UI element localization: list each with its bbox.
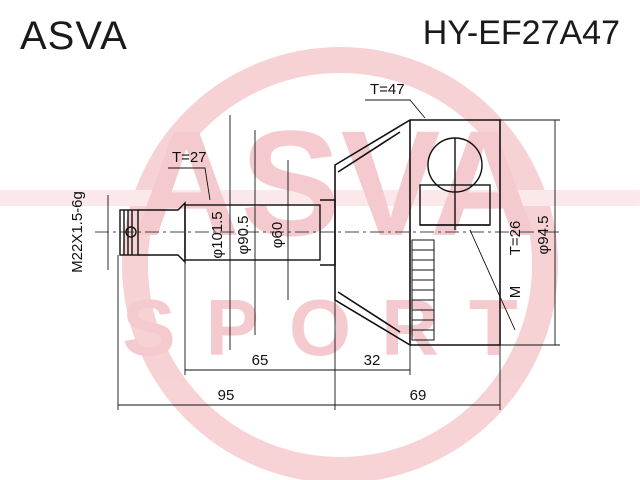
shaft-teeth: T=27 [172,149,207,166]
ball-cage [419,137,491,230]
diameter-101-5: φ101.5 [209,211,226,258]
diameter-94-5: φ94.5 [535,216,552,255]
dimension-lines [107,99,560,410]
diameter-60: φ60 [269,222,286,248]
length-95: 95 [218,387,235,404]
watermark-sport: SPORT [122,283,548,372]
watermark-stripe [0,190,640,206]
watermark-ring [122,47,558,480]
abs-ring [411,239,435,341]
part-number: HY-EF27A47 [422,14,620,52]
inner-teeth: T=26 [507,221,524,256]
diameter-90-5: φ90.5 [235,216,252,255]
length-69: 69 [410,387,427,404]
brand-logo-text: ASVA [20,14,128,58]
thread-spec: M22X1.5-6g [69,191,86,273]
length-65: 65 [252,352,269,369]
watermark: ASVA SPORT [0,47,640,480]
outer-teeth: T=47 [370,81,405,98]
length-32: 32 [364,352,381,369]
marker-m: M [507,286,524,299]
